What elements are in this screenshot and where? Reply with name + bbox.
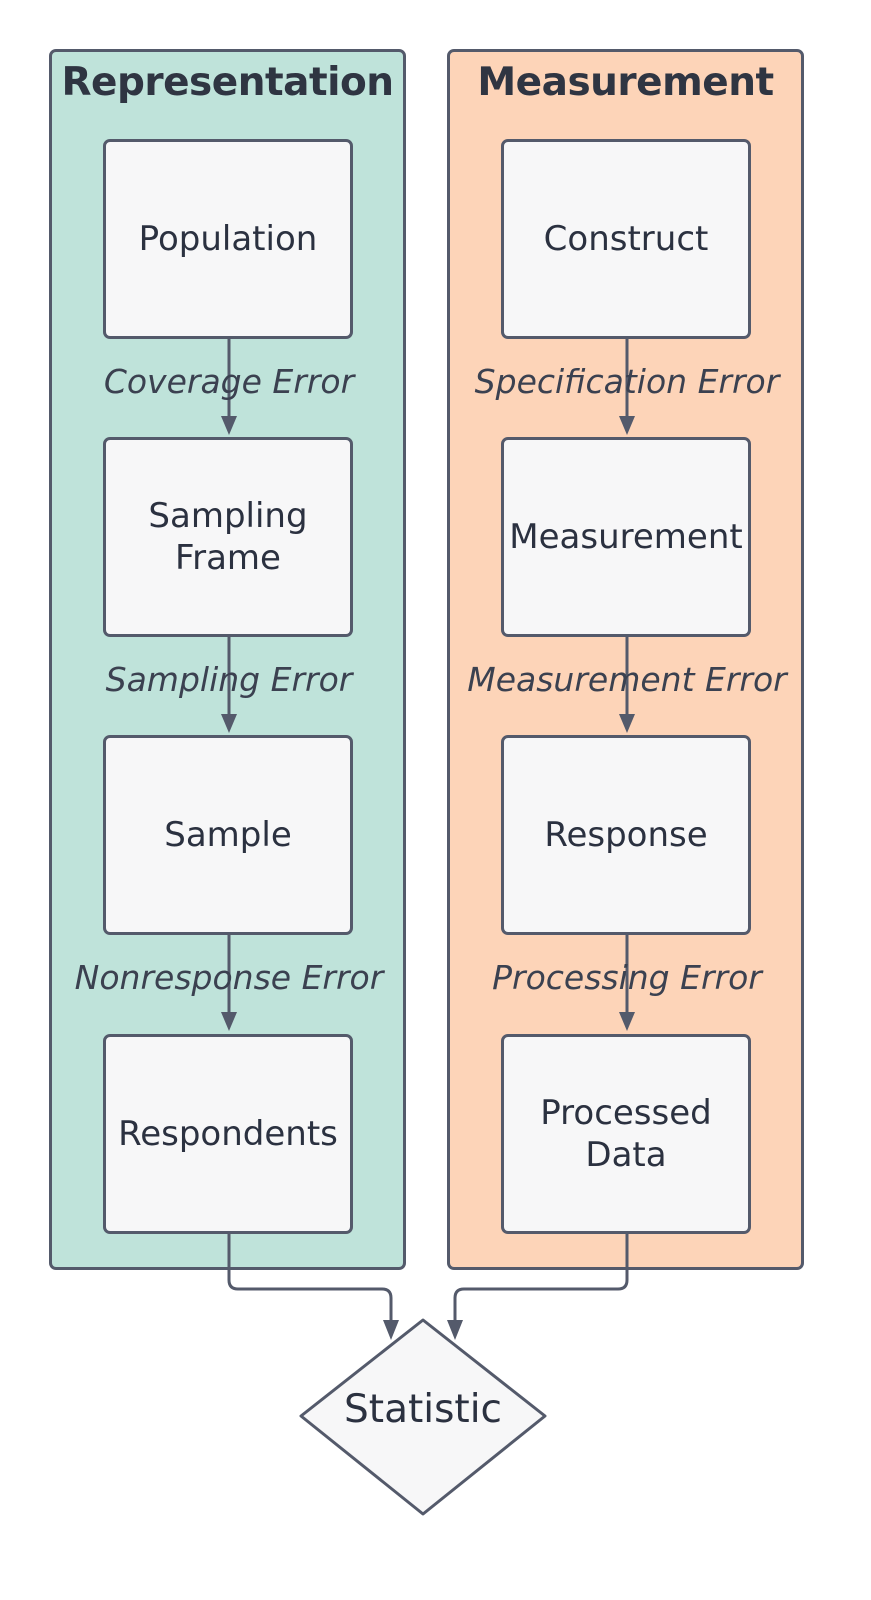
arrowhead bbox=[221, 1012, 237, 1031]
edge-label-sampling-error: Sampling Error bbox=[105, 660, 353, 699]
node-statistic: Statistic bbox=[344, 1387, 502, 1432]
arrowhead bbox=[619, 714, 635, 733]
edge-label-measurement-error: Measurement Error bbox=[467, 660, 787, 699]
node-response: Response bbox=[501, 735, 751, 935]
arrowhead bbox=[619, 416, 635, 435]
arrowhead bbox=[221, 714, 237, 733]
edge-respondents-to-statistic bbox=[227, 1234, 393, 1322]
arrowhead bbox=[383, 1320, 399, 1340]
node-sampling-frame: Sampling Frame bbox=[103, 437, 353, 637]
statistic-diamond bbox=[299, 1318, 547, 1516]
node-population: Population bbox=[103, 139, 353, 339]
edge-label-coverage-error: Coverage Error bbox=[103, 362, 355, 401]
representation-group-title: Representation bbox=[61, 60, 394, 105]
edge-label-processing-error: Processing Error bbox=[492, 958, 762, 997]
edge-label-specification-error: Specification Error bbox=[474, 362, 780, 401]
node-construct: Construct bbox=[501, 139, 751, 339]
edge-label-nonresponse-error: Nonresponse Error bbox=[74, 958, 384, 997]
node-processed-data: Processed Data bbox=[501, 1034, 751, 1234]
arrowhead bbox=[447, 1320, 463, 1340]
node-sample: Sample bbox=[103, 735, 353, 935]
node-respondents: Respondents bbox=[103, 1034, 353, 1234]
measurement-group-title: Measurement bbox=[477, 60, 774, 105]
node-measurement: Measurement bbox=[501, 437, 751, 637]
arrowhead bbox=[619, 1012, 635, 1031]
arrowhead bbox=[221, 416, 237, 435]
edge-processed-data-to-statistic bbox=[453, 1234, 629, 1322]
